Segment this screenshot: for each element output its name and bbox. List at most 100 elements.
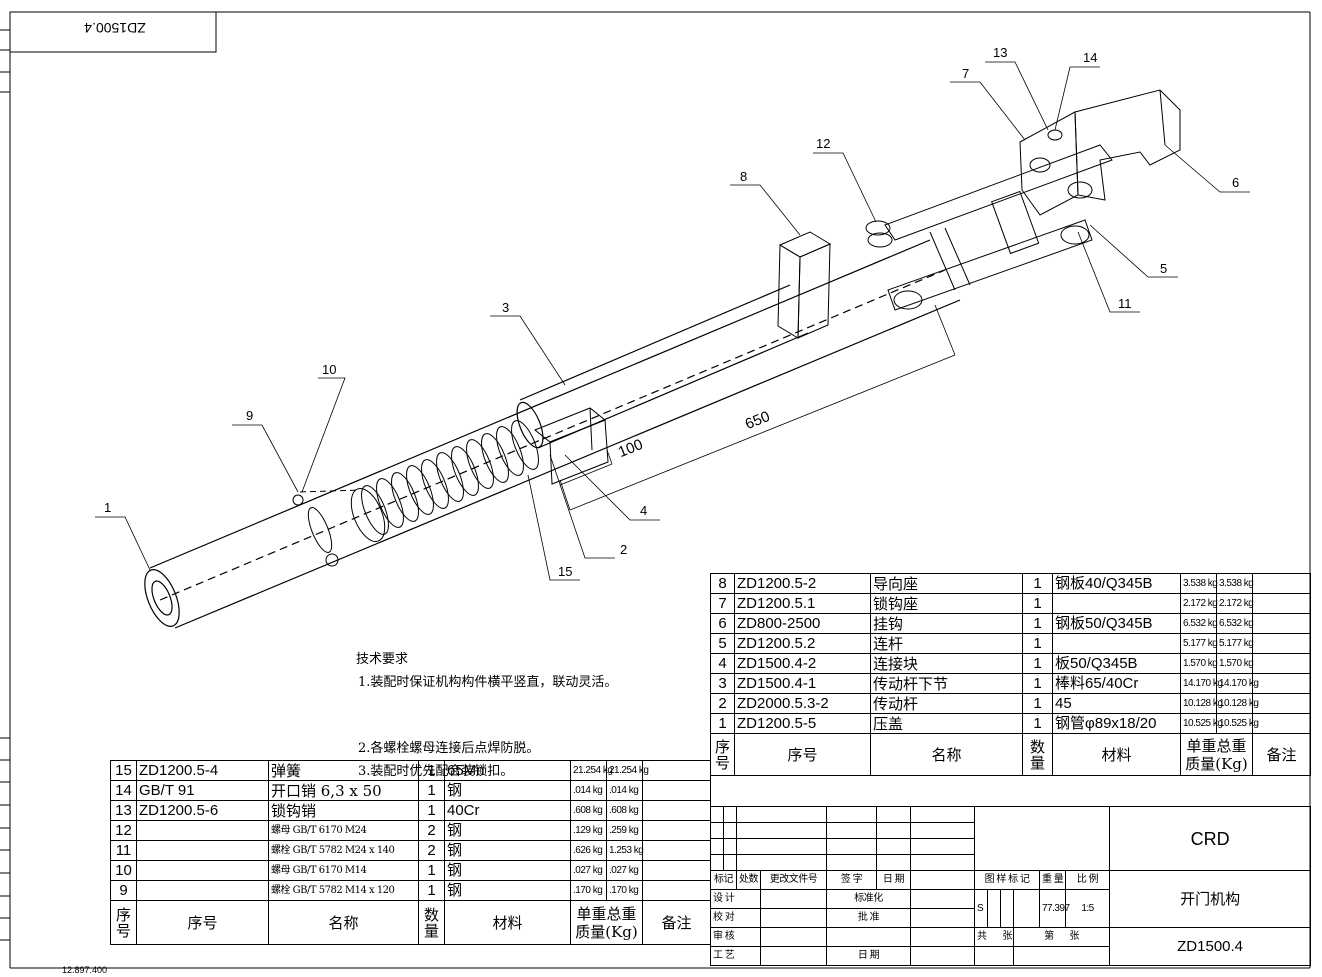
corner-drawing-code: ZD1500.4 — [84, 20, 146, 36]
bom-cell-name: 锁钩座 — [870, 593, 1023, 614]
bom-cell-note — [642, 860, 711, 881]
bom-cell-no: 6 — [710, 613, 735, 634]
bom-cell-mat: 40Cr — [444, 800, 571, 821]
bom-right-header-code: 序号 — [734, 733, 871, 776]
bom-cell-name: 弹簧 — [268, 760, 419, 781]
bom-cell-note — [642, 800, 711, 821]
bom-cell-total: 21.254 kg — [606, 760, 649, 781]
bom-cell-qty: 2 — [418, 820, 445, 841]
bom-cell-name: 螺母 GB/T 6170 M24 — [268, 820, 419, 841]
bom-cell-code: GB/T 91 — [136, 780, 269, 801]
bom-cell-total: .259 kg — [606, 820, 643, 841]
bom-cell-note — [1252, 713, 1311, 734]
bom-cell-code: ZD1200.5-4 — [136, 760, 269, 781]
bom-cell-unit: 14.170 kg — [1180, 673, 1223, 694]
bom-right-header-mass: 单重总重质量(Kg) — [1180, 733, 1253, 776]
rev-label-date: 日 期 — [876, 870, 911, 890]
s-mark: S — [974, 889, 988, 928]
connecting-block — [534, 407, 609, 485]
bom-cell-total: .027 kg — [606, 860, 643, 881]
bom-cell-code: ZD1200.5-6 — [136, 800, 269, 821]
bom-cell-note — [1252, 593, 1311, 614]
bom-cell-mat: 钢板50/Q345B — [1052, 613, 1181, 634]
sleeve — [292, 488, 386, 567]
bom-left-header-seq: 序号 — [110, 900, 137, 945]
drawing-number: ZD1500.4 — [1109, 927, 1312, 966]
bom-cell-name: 锁钩销 — [268, 800, 419, 821]
bom-cell-name: 螺栓 GB/T 5782 M24 x 140 — [268, 840, 419, 861]
title-block: CRD 标记 处数 更改文件号 签 字 日 期 图 样 标 记 重 量 比 例 … — [710, 806, 1312, 966]
bom-cell-name: 连接块 — [870, 653, 1023, 674]
bom-cell-no: 10 — [110, 860, 137, 881]
bom-cell-total: 3.538 kg — [1216, 573, 1254, 594]
bom-cell-name: 开口销 6,3 x 50 — [268, 780, 419, 801]
bom-cell-qty: 1 — [418, 800, 445, 821]
bom-cell-qty: 1 — [1022, 573, 1053, 594]
bom-cell-unit: 10.128 kg — [1180, 693, 1223, 714]
spring — [361, 420, 539, 535]
bom-cell-unit: 6.532 kg — [1180, 613, 1218, 634]
balloon-2: 2 — [620, 542, 628, 557]
drawing-name: 开门机构 — [1109, 870, 1312, 928]
bom-cell-qty: 1 — [1022, 673, 1053, 694]
hook-assembly — [1019, 89, 1181, 216]
bom-cell-no: 7 — [710, 593, 735, 614]
rev-label-count: 处数 — [736, 870, 761, 890]
sample-mark-label: 图 样 标 记 — [974, 870, 1040, 890]
weight-value: 77.397 — [1039, 889, 1070, 928]
date-label: 日 期 — [826, 946, 911, 966]
bom-cell-unit: 3.538 kg — [1180, 573, 1218, 594]
bom-cell-unit: .170 kg — [570, 880, 607, 901]
bom-left-header-code: 序号 — [136, 900, 269, 945]
bom-cell-note — [642, 840, 711, 861]
sheet-no-label: 第 张 — [1012, 927, 1111, 947]
bom-cell-no: 8 — [710, 573, 735, 594]
bom-cell-qty: 1 — [1022, 613, 1053, 634]
guide-seat — [777, 231, 832, 339]
bom-cell-code: ZD1200.5.2 — [734, 633, 871, 654]
bom-cell-code: ZD1200.5.1 — [734, 593, 871, 614]
bom-cell-qty: 1 — [418, 860, 445, 881]
bom-cell-unit: .626 kg — [570, 840, 607, 861]
bom-cell-qty: 1 — [1022, 713, 1053, 734]
bom-cell-name: 导向座 — [870, 573, 1023, 594]
bom-cell-qty: 1 — [418, 760, 445, 781]
balloon-13: 13 — [993, 45, 1008, 60]
drawing-border — [0, 11, 1311, 969]
tech-req-title: 技术要求 — [356, 652, 409, 667]
bom-cell-mat: 钢 — [444, 880, 571, 901]
bom-cell-mat: 钢 — [444, 840, 571, 861]
balloon-8: 8 — [740, 169, 748, 184]
tech-req-item-2: 2.各螺栓螺母连接后点焊防脱。 — [358, 741, 540, 756]
bom-cell-qty: 1 — [1022, 633, 1053, 654]
bom-cell-mat: 板50/Q345B — [1052, 653, 1181, 674]
bom-cell-note — [1252, 653, 1311, 674]
bom-cell-unit: 1.570 kg — [1180, 653, 1218, 674]
bom-cell-note — [1252, 633, 1311, 654]
balloon-10: 10 — [322, 362, 337, 377]
balloon-7: 7 — [962, 66, 970, 81]
balloon-3: 3 — [502, 300, 510, 315]
bom-cell-qty: 2 — [418, 840, 445, 861]
bom-cell-unit: 21.254 kg — [570, 760, 613, 781]
bom-cell-total: .608 kg — [606, 800, 643, 821]
bom-cell-unit: .608 kg — [570, 800, 607, 821]
bom-cell-note — [1252, 693, 1311, 714]
standardize-label: 标准化 — [826, 889, 911, 909]
bom-cell-no: 13 — [110, 800, 137, 821]
bom-cell-mat: 65Mn — [444, 760, 571, 781]
bom-cell-no: 15 — [110, 760, 137, 781]
